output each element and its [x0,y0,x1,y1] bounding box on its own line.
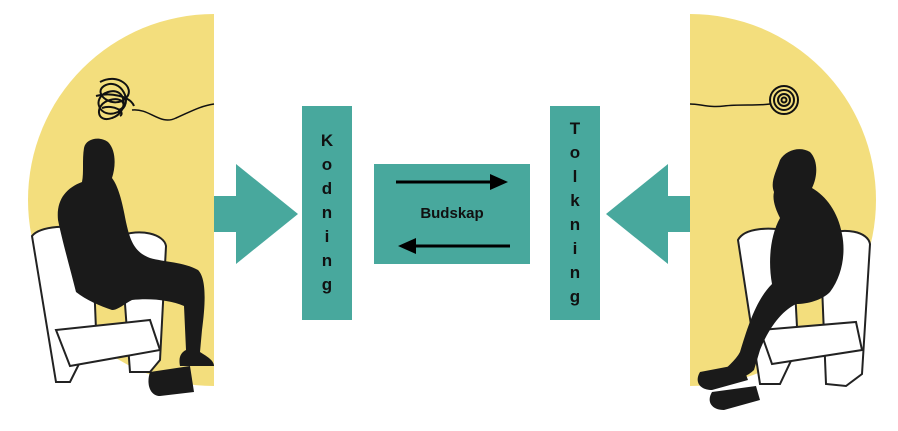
budskap-label: Budskap [374,205,530,222]
left-big-arrow-icon [214,164,298,264]
vertical-letter: o [570,141,580,165]
vertical-letter: i [573,237,578,261]
vertical-letter: o [322,153,332,177]
vertical-letter: l [573,165,578,189]
vertical-letter: T [570,117,580,141]
vertical-letter: g [570,285,580,309]
vertical-letter: i [325,225,330,249]
vertical-letter: d [322,177,332,201]
vertical-letter: g [322,273,332,297]
right-big-arrow-icon [606,164,690,264]
vertical-letter: K [321,129,333,153]
vertical-letter: n [570,261,580,285]
vertical-letter: n [322,249,332,273]
vertical-letter: n [322,201,332,225]
vertical-letter: k [570,189,579,213]
vertical-letter: n [570,213,580,237]
